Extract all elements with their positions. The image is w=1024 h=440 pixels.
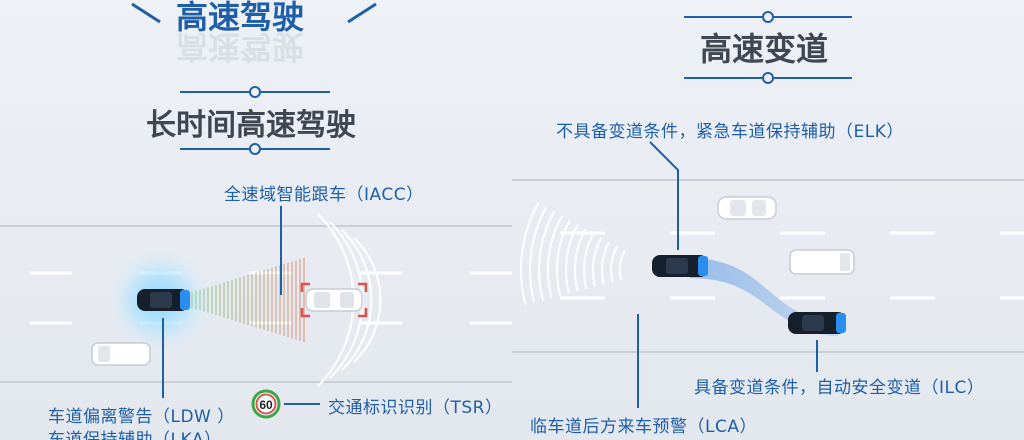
ego-car-right-end	[788, 312, 846, 334]
ego-car-right-start	[652, 255, 708, 277]
lca-radar-arc	[619, 250, 626, 281]
tsr-label: 交通标识识别（TSR）	[328, 398, 503, 418]
lca-radar-arc	[520, 202, 540, 305]
lca-radar-arc	[538, 211, 555, 301]
van-right	[789, 249, 855, 275]
lca-radar-arc	[565, 224, 579, 294]
top-title-reflection: 高速驾驶	[176, 28, 305, 66]
lca-radar-arc	[592, 237, 603, 287]
lca-radar-arc	[610, 245, 618, 283]
subtitle-divider-top	[180, 86, 330, 98]
right-road	[512, 179, 1024, 353]
top-title-decoration	[131, 2, 377, 24]
ego-car	[137, 289, 190, 311]
lka-label: 车道保持辅助（LKA）	[48, 430, 222, 440]
top-title: 高速驾驶	[176, 0, 305, 36]
right-title-divider-top	[684, 11, 852, 23]
lca-radar-arc	[583, 232, 595, 290]
elk-label: 不具备变道条件，紧急车道保持辅助（ELK）	[556, 122, 904, 142]
subtitle: 长时间高速驾驶	[146, 108, 356, 143]
right-title-divider-bottom	[684, 72, 852, 84]
lca-radar-arc	[601, 241, 611, 285]
radar-beam	[191, 258, 305, 342]
callout-lines-left	[162, 206, 320, 405]
right-title: 高速变道	[700, 30, 829, 68]
svg-text:60: 60	[259, 398, 273, 412]
lca-radar-arc	[547, 215, 563, 299]
lca-radar-arc	[574, 228, 587, 292]
ldw-label: 车道偏离警告（LDW ）	[48, 407, 235, 427]
subtitle-divider-bottom	[180, 143, 330, 155]
lead-car	[305, 288, 363, 312]
radar-arcs	[317, 213, 382, 387]
lca-radar-fan	[520, 202, 626, 305]
iacc-label: 全速域智能跟车（IACC）	[224, 185, 424, 205]
callout-lines-right	[637, 141, 818, 408]
lca-label: 临车道后方来车预警（LCA）	[530, 417, 757, 437]
lca-radar-arc	[556, 219, 571, 296]
van-left	[91, 342, 151, 366]
ilc-label: 具备变道条件，自动安全变道（ILC）	[694, 378, 985, 398]
car-right-top	[717, 196, 777, 220]
detection-brackets	[300, 282, 368, 318]
speed-limit-sign: 60	[251, 389, 281, 419]
lca-radar-arc	[529, 206, 547, 303]
